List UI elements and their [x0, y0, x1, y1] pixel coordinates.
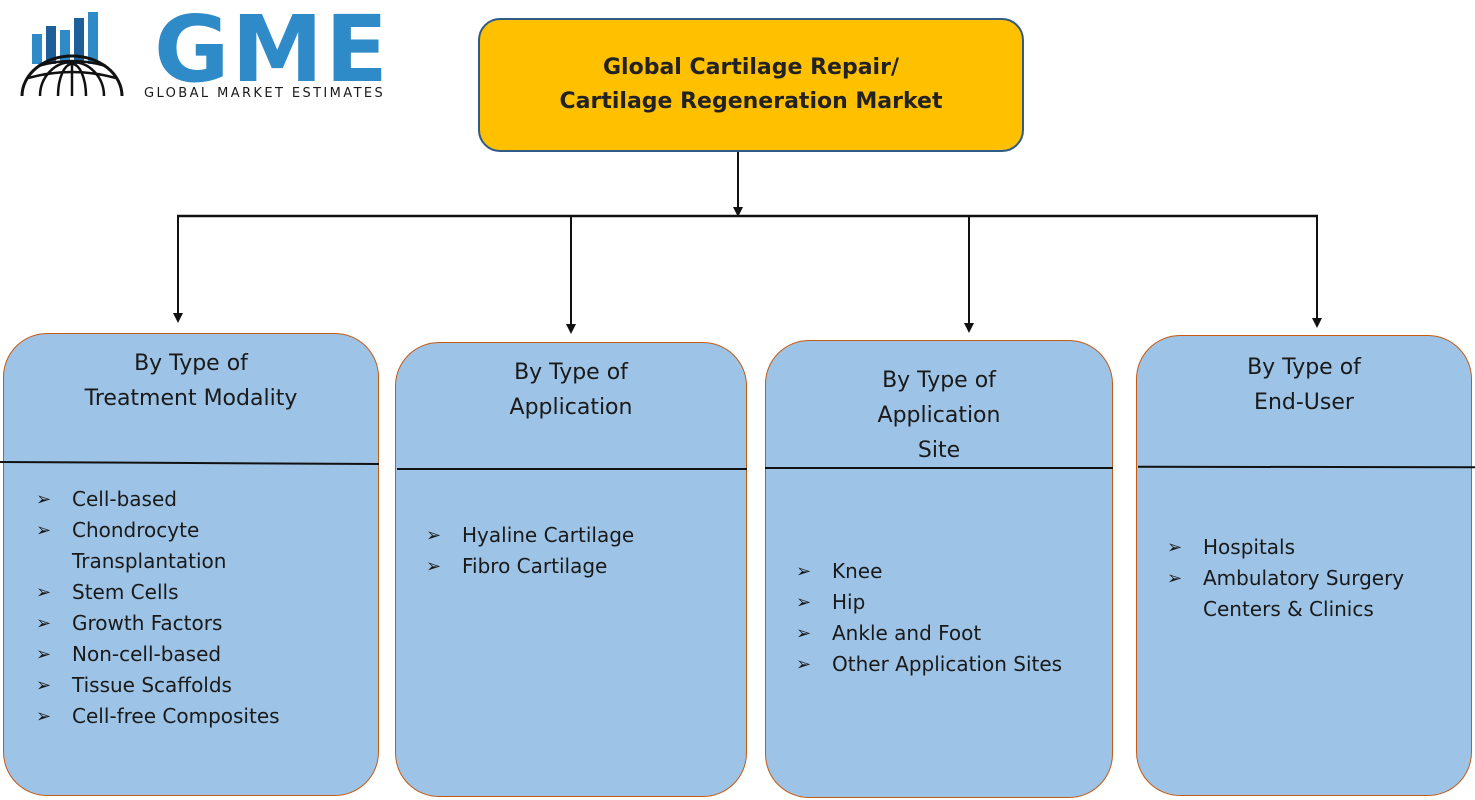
- arrow-bullet-icon: ➢: [36, 520, 52, 541]
- category-item-list: ➢Knee ➢Hip ➢Ankle and Foot ➢Other Applic…: [796, 556, 1106, 680]
- list-item: ➢Fibro Cartilage: [426, 551, 726, 582]
- arrow-bullet-icon: ➢: [36, 613, 52, 634]
- category-treatment-modality: By Type of Treatment Modality ➢Cell-base…: [3, 333, 379, 796]
- logo-wordmark: GME: [154, 0, 390, 103]
- logo-tagline: GLOBAL MARKET ESTIMATES: [144, 86, 386, 101]
- list-item: ➢Ankle and Foot: [796, 618, 1106, 649]
- list-item: ➢Tissue Scaffolds: [36, 670, 336, 701]
- category-item-list: ➢Hyaline Cartilage ➢Fibro Cartilage: [426, 520, 726, 582]
- arrow-bullet-icon: ➢: [1167, 568, 1183, 589]
- category-heading: By Type of Application Site: [877, 368, 1001, 463]
- category-item-list: ➢Hospitals ➢Ambulatory Surgery Centers &…: [1167, 532, 1457, 625]
- list-item: ➢Cell-free Composites: [36, 701, 336, 732]
- root-node: Global Cartilage Repair/ Cartilage Regen…: [478, 18, 1024, 152]
- arrow-bullet-icon: ➢: [36, 706, 52, 727]
- category-divider: [397, 468, 747, 470]
- arrow-bullet-icon: ➢: [796, 592, 812, 613]
- list-item: ➢Stem Cells: [36, 577, 336, 608]
- list-item: ➢Growth Factors: [36, 608, 336, 639]
- list-item: ➢Other Application Sites: [796, 649, 1106, 680]
- category-application: By Type of Application ➢Hyaline Cartilag…: [395, 342, 747, 797]
- arrow-bullet-icon: ➢: [36, 489, 52, 510]
- arrow-bullet-icon: ➢: [426, 556, 442, 577]
- category-item-list: ➢Cell-based ➢Chondrocyte Transplantation…: [36, 484, 336, 732]
- root-title: Global Cartilage Repair/ Cartilage Regen…: [559, 55, 943, 114]
- arrow-bullet-icon: ➢: [1167, 537, 1183, 558]
- category-application-site: By Type of Application Site ➢Knee ➢Hip ➢…: [765, 340, 1113, 798]
- list-item: ➢Chondrocyte Transplantation: [36, 515, 336, 577]
- globe-bars-icon: [20, 12, 124, 97]
- list-item: ➢Cell-based: [36, 484, 336, 515]
- category-end-user: By Type of End-User ➢Hospitals ➢Ambulato…: [1136, 335, 1472, 796]
- arrow-bullet-icon: ➢: [796, 623, 812, 644]
- list-item: ➢Knee: [796, 556, 1106, 587]
- arrow-bullet-icon: ➢: [426, 525, 442, 546]
- list-item: ➢Hospitals: [1167, 532, 1457, 563]
- list-item: ➢Hip: [796, 587, 1106, 618]
- category-divider: [765, 467, 1113, 469]
- arrow-bullet-icon: ➢: [796, 561, 812, 582]
- arrow-bullet-icon: ➢: [36, 582, 52, 603]
- arrow-bullet-icon: ➢: [36, 644, 52, 665]
- category-heading: By Type of Application: [509, 360, 633, 420]
- category-heading: By Type of End-User: [1247, 355, 1361, 415]
- arrow-bullet-icon: ➢: [36, 675, 52, 696]
- category-heading: By Type of Treatment Modality: [84, 351, 298, 411]
- list-item: ➢Hyaline Cartilage: [426, 520, 726, 551]
- arrow-bullet-icon: ➢: [796, 654, 812, 675]
- list-item: ➢Non-cell-based: [36, 639, 336, 670]
- list-item: ➢Ambulatory Surgery Centers & Clinics: [1167, 563, 1457, 625]
- gme-logo: GME GLOBAL MARKET ESTIMATES: [18, 4, 418, 104]
